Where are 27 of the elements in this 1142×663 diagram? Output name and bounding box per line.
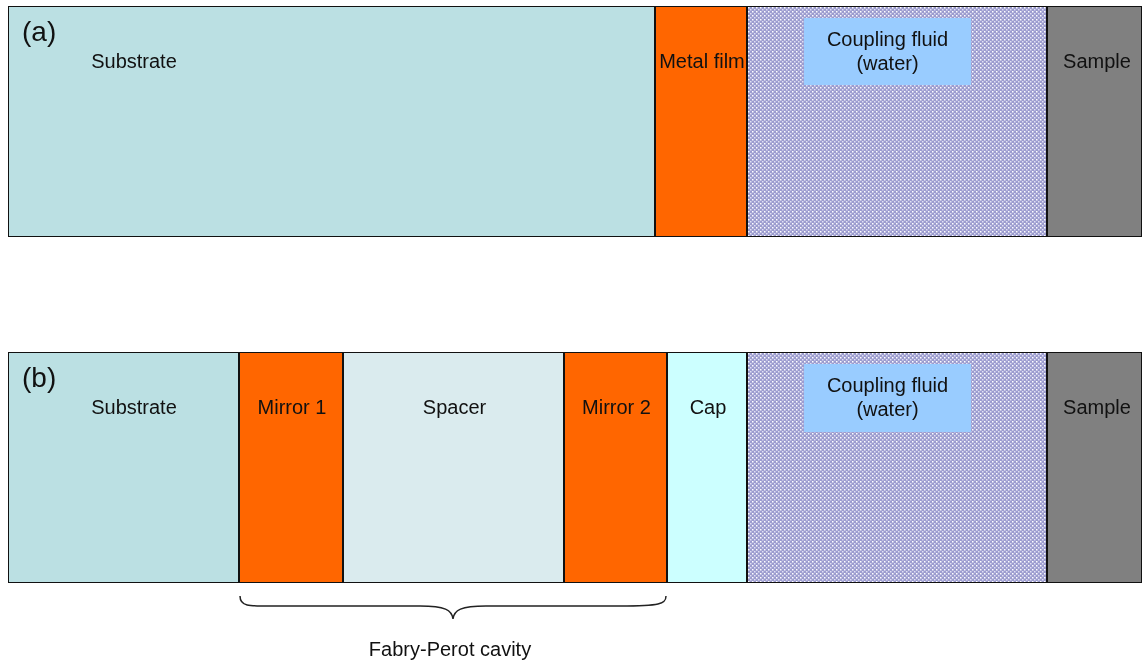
layer-label: Cap bbox=[688, 395, 728, 419]
mirror-layer bbox=[239, 352, 343, 583]
substrate-layer bbox=[8, 352, 239, 583]
layer-label: Sample bbox=[1062, 395, 1132, 419]
fluid-layer bbox=[747, 352, 1047, 583]
fluid-label-panel bbox=[804, 364, 971, 432]
fluid-layer bbox=[747, 6, 1047, 237]
sample-layer bbox=[1047, 352, 1142, 583]
panel-label: (a) bbox=[22, 16, 57, 48]
layer-label: Sample bbox=[1062, 49, 1132, 73]
layer-label: Coupling fluid (water) bbox=[825, 27, 950, 75]
layer-label: Substrate bbox=[90, 49, 178, 73]
metal-film-layer bbox=[655, 6, 747, 237]
layer-label: Mirror 1 bbox=[256, 395, 328, 419]
layer-label: Mirror 2 bbox=[581, 395, 652, 419]
spacer-layer bbox=[343, 352, 564, 583]
layer-label: Coupling fluid (water) bbox=[825, 373, 950, 421]
cap-layer bbox=[667, 352, 747, 583]
layer-label: Substrate bbox=[90, 395, 178, 419]
bracket-label: Fabry-Perot cavity bbox=[367, 638, 533, 661]
mirror-layer bbox=[564, 352, 667, 583]
layer-label: Metal film bbox=[658, 49, 746, 73]
panel-label: (b) bbox=[22, 362, 57, 394]
sample-layer bbox=[1047, 6, 1142, 237]
layer-label: Spacer bbox=[421, 395, 488, 419]
fluid-label-panel bbox=[804, 18, 971, 85]
substrate-layer bbox=[8, 6, 655, 237]
